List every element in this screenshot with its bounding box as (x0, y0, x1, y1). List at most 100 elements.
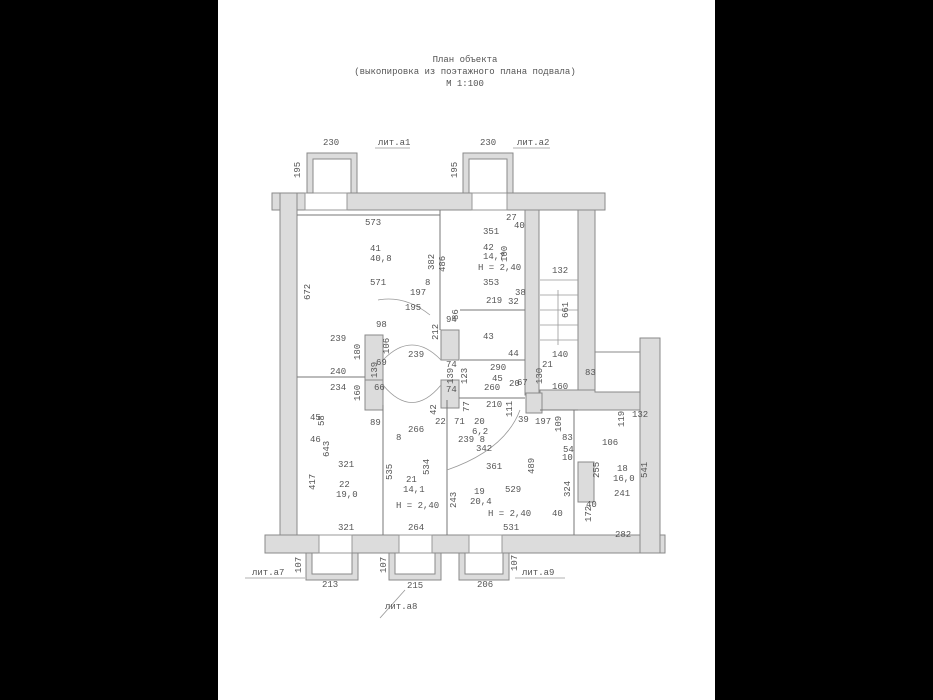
floor-plan: План объекта (выкопировка из поэтажного … (245, 55, 666, 619)
plan-label: 45 (492, 374, 503, 384)
plan-label: 282 (615, 530, 631, 540)
plan-label: лит.а8 (385, 602, 417, 612)
plan-label: 351 (483, 227, 499, 237)
plan-scale: М 1:100 (446, 79, 484, 89)
plan-label: 21 (542, 360, 553, 370)
plan-title: План объекта (433, 55, 498, 65)
plan-label: 239 (408, 350, 424, 360)
plan-label: 42 (483, 243, 494, 253)
partitions (245, 147, 578, 619)
plan-label: 109 (554, 416, 564, 432)
plan-label: 324 (563, 481, 573, 497)
plan-label: 98 (376, 320, 387, 330)
plan-label: 123 (460, 368, 470, 384)
plan-label: 106 (602, 438, 618, 448)
plan-label: 353 (483, 278, 499, 288)
plan-label: 100 (500, 246, 510, 262)
plan-label: 321 (338, 523, 354, 533)
pits (305, 152, 641, 581)
plan-label: 14,7 (483, 252, 505, 262)
walls (264, 192, 666, 554)
plan-label: 44 (508, 349, 519, 359)
plan-label: 69 (376, 358, 387, 368)
plan-label: 140 (552, 350, 568, 360)
plan-label: 107 (294, 557, 304, 573)
plan-label: 239 8 (458, 435, 485, 445)
plan-label: 40 (514, 221, 525, 231)
plan-label: 54 (563, 445, 574, 455)
plan-label: 46 (310, 435, 321, 445)
plan-label: 234 (330, 383, 346, 393)
plan-label: 489 (527, 458, 537, 474)
plan-label: лит.а1 (378, 138, 410, 148)
plan-label: 290 (490, 363, 506, 373)
plan-label: 40 (586, 500, 597, 510)
plan-label: 19,0 (336, 490, 358, 500)
plan-label: 74 (446, 360, 457, 370)
plan-label: 20 (474, 417, 485, 427)
plan-label: 130 (535, 368, 545, 384)
plan-label: 197 (410, 288, 426, 298)
plan-label: 239 (330, 334, 346, 344)
plan-label: 67 (517, 378, 528, 388)
plan-label: 74 (446, 385, 457, 395)
plan-label: 529 (505, 485, 521, 495)
plan-label: 195 (450, 162, 460, 178)
plan-label: 43 (483, 332, 494, 342)
plan-label: 66 (374, 383, 385, 393)
plan-label: 241 (614, 489, 630, 499)
plan-label: 106 (382, 338, 392, 354)
plan-label: 541 (640, 462, 650, 478)
plan-label: 6,2 (472, 427, 488, 437)
plan-label: 58 (317, 415, 327, 426)
plan-label: 535 (385, 464, 395, 480)
plan-label: 661 (561, 302, 571, 318)
plan-label: 212 (431, 324, 441, 340)
plan-label: 107 (379, 557, 389, 573)
plan-label: 382 (427, 254, 437, 270)
plan-label: 38 (515, 288, 526, 298)
plan-label: 111 (505, 401, 515, 417)
plan-label: лит.а2 (517, 138, 549, 148)
plan-label: 32 (508, 297, 519, 307)
plan-label: 40 (552, 509, 563, 519)
plan-label: 71 (454, 417, 465, 427)
plan-label: 83 (562, 433, 573, 443)
plan-label: 22 (435, 417, 446, 427)
plan-label: 486 (438, 256, 448, 272)
plan-label: 230 (480, 138, 496, 148)
plan-label: 255 (592, 462, 602, 478)
plan-label: 16,0 (613, 474, 635, 484)
plan-label: 219 (486, 296, 502, 306)
plan-label: 42 (429, 404, 439, 415)
plan-label: 18 (617, 464, 628, 474)
plan-label: 195 (405, 303, 421, 313)
plan-label: 243 (449, 492, 459, 508)
plan-label: 342 (476, 444, 492, 454)
plan-label: Н = 2,40 (396, 501, 439, 511)
plan-label: 132 (632, 410, 648, 420)
plan-label: 643 (322, 441, 332, 457)
plan-label: 197 (535, 417, 551, 427)
plan-label: 8 (396, 433, 401, 443)
plan-label: 107 (510, 555, 520, 571)
plan-label: 132 (552, 266, 568, 276)
plan-label: 321 (338, 460, 354, 470)
plan-label: 139 (370, 362, 380, 378)
plan-label: лит.а9 (522, 568, 554, 578)
plan-label: 195 (293, 162, 303, 178)
plan-label: 571 (370, 278, 386, 288)
plan-label: 534 (422, 459, 432, 475)
plan-label: 180 (353, 344, 363, 360)
plan-label: 41 (370, 244, 381, 254)
plan-label: 27 (506, 213, 517, 223)
plan-label: 213 (322, 580, 338, 590)
plan-label: 89 (370, 418, 381, 428)
plan-label: 77 (462, 401, 472, 412)
plan-label: 264 (408, 523, 424, 533)
plan-label: 22 (339, 480, 350, 490)
plan-label: 160 (552, 382, 568, 392)
plan-label: 417 (308, 474, 318, 490)
plan-label: 94 (446, 315, 457, 325)
